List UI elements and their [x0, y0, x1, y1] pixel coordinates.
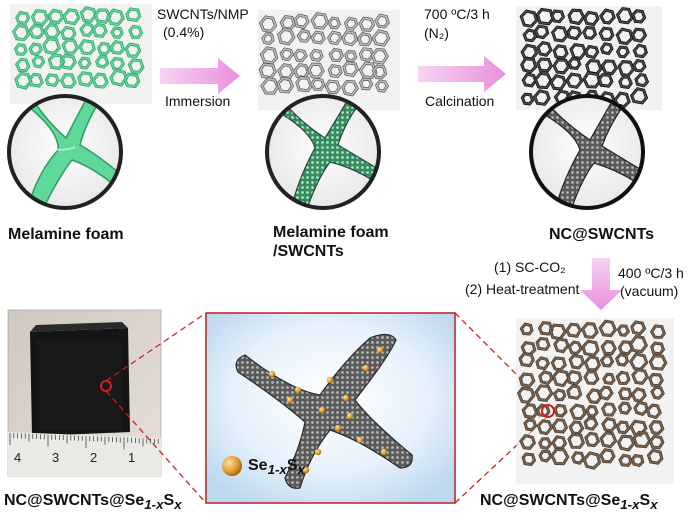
arrow-calcination: [418, 56, 506, 92]
connector-photo-top: [105, 312, 207, 382]
melamine-swcnt-foam-block: [258, 10, 400, 110]
step2-condition: 700 ºC/3 h: [424, 6, 490, 22]
step3-sc-co2: (1) SC-CO₂: [494, 259, 566, 275]
label-melamine-swcnts-line2: /SWCNTs: [273, 243, 344, 260]
ruler-ticks: [9, 433, 159, 450]
se-particle: [376, 346, 384, 354]
ruler-tick-label: 2: [90, 450, 97, 465]
se-particle: [380, 448, 388, 456]
se-particle: [326, 376, 334, 384]
ruler-tick-label: 1: [128, 450, 135, 465]
step1-name: Immersion: [165, 93, 231, 109]
nc-swcnt-foam-block: [516, 6, 662, 110]
connector-foam-bottom: [454, 415, 549, 504]
se-particle: [362, 364, 370, 372]
magnifier-lens-nc-swcnts: [529, 94, 645, 210]
se-particles: [268, 346, 388, 474]
se-particle: [268, 370, 276, 378]
step2-name: Calcination: [425, 93, 495, 109]
se-legend-ball: [222, 456, 242, 476]
se-particle: [286, 396, 294, 404]
legend-se-s: Se1-xSx: [248, 457, 305, 478]
se-particle: [318, 406, 326, 414]
se-particle: [302, 466, 310, 474]
step1-concentration: (0.4%): [163, 24, 205, 40]
se-particle: [314, 448, 322, 456]
step1-reagent: SWCNTs/NMP: [157, 6, 249, 22]
ruler-tick-label: 3: [52, 450, 59, 465]
ruler-labels: 4 3 2 1: [14, 450, 135, 465]
magnifier-lens-melamine: [7, 94, 123, 210]
se-particle: [356, 436, 364, 444]
label-melamine-swcnts-line1: Melamine foam: [273, 224, 389, 241]
arrow-heat-treatment: [580, 258, 622, 310]
label-melamine-foam: Melamine foam: [8, 226, 124, 243]
melamine-foam-block: [10, 4, 152, 104]
se-particle: [342, 394, 350, 402]
magnifier-lens-melamine-swcnts: [265, 94, 381, 210]
se-particle: [346, 412, 354, 420]
se-particle: [334, 424, 342, 432]
sample-photo: 4 3 2 1: [7, 309, 162, 477]
se-particle: [294, 386, 302, 394]
step3-condition: 400 ºC/3 h: [618, 265, 684, 281]
connector-photo-bottom: [105, 390, 207, 504]
step3-atmosphere: (vacuum): [620, 283, 679, 299]
final-foam-block: [516, 318, 674, 484]
connector-foam-top: [454, 312, 549, 407]
label-nc-swcnts: NC@SWCNTs: [549, 226, 655, 243]
zoom-panel: [205, 312, 456, 504]
arrow-immersion: [160, 58, 240, 94]
ruler-tick-label: 4: [14, 450, 21, 465]
label-final-photo: NC@SWCNTs@Se1-xSx: [4, 492, 182, 513]
zoom-marker-foam: [541, 404, 555, 418]
step2-atmosphere: (N₂): [424, 25, 449, 41]
step3-heat-treatment: (2) Heat-treatment: [465, 281, 580, 297]
label-final-foam: NC@SWCNTs@Se1-xSx: [480, 492, 658, 513]
